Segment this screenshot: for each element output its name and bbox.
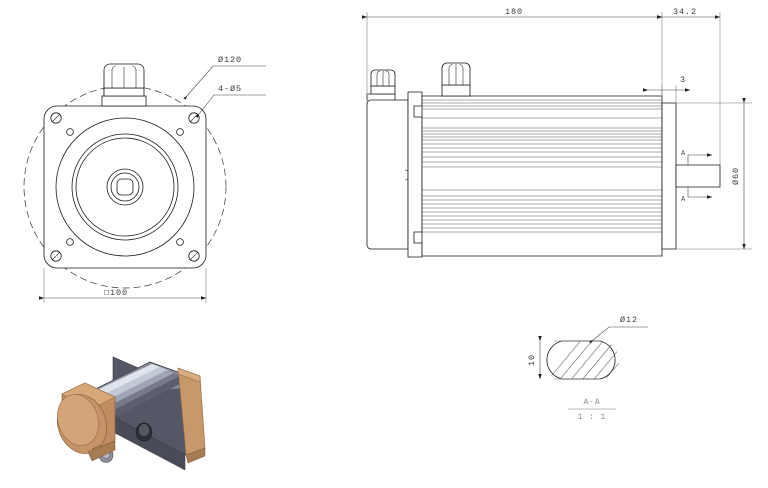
dim-mounting-holes: 4-Ø5 xyxy=(218,84,242,94)
shaft-keyway-square xyxy=(117,179,133,195)
section-hatching xyxy=(547,341,619,379)
shaft-section-profile xyxy=(547,341,615,379)
section-title: A-A xyxy=(583,398,600,407)
face-pilot-circle xyxy=(76,138,174,236)
section-scale: 1 : 1 xyxy=(578,413,607,422)
face-inner-circle xyxy=(72,134,178,240)
dim-flange-diameter: Ø60 xyxy=(731,167,741,185)
iso-front-housing-face xyxy=(57,394,99,446)
side-view-rear-bolt xyxy=(371,70,395,94)
bolt-collar xyxy=(102,96,146,106)
cooling-fins xyxy=(422,99,662,233)
dim-shaft-extension: 34.2 xyxy=(673,7,697,17)
hole-mark-br xyxy=(189,251,199,261)
inner-hole-top-right xyxy=(177,129,184,136)
dim-body-square: □100 xyxy=(104,288,128,298)
dim-line-body-square xyxy=(38,268,207,303)
iso-rear-foot xyxy=(185,447,206,464)
side-view-top-bolt xyxy=(442,63,470,96)
iso-cable-gland-inner xyxy=(138,423,150,437)
rear-housing xyxy=(367,100,408,249)
inner-hole-bottom-right xyxy=(177,239,184,246)
section-view-a-a: 10 Ø12 A-A 1 : 1 xyxy=(527,315,648,422)
dim-bolt-circle: Ø120 xyxy=(218,55,242,65)
side-view: 180 34.2 3 Ø60 xyxy=(361,7,752,257)
dim-shaft-diameter: Ø12 xyxy=(620,315,638,325)
section-label-bottom: A xyxy=(681,196,686,204)
dim-line-flange-thickness xyxy=(642,85,691,103)
leader-shaft-diameter xyxy=(589,326,648,344)
dim-shaft-flat-height: 10 xyxy=(527,354,537,366)
leader-mounting-holes xyxy=(195,94,266,118)
front-view-bolt xyxy=(102,64,146,106)
isometric-render xyxy=(57,356,206,471)
iso-foot xyxy=(87,440,116,462)
dim-line-flange-diameter xyxy=(676,97,752,250)
dim-line-shaft-extension xyxy=(656,12,721,165)
section-mark-top xyxy=(687,153,713,165)
leader-bolt-circle xyxy=(183,65,266,100)
motor-body xyxy=(422,96,662,256)
iso-rear-bracket-top xyxy=(177,367,201,383)
dim-body-length: 180 xyxy=(505,7,523,17)
inner-hole-top-left xyxy=(67,129,74,136)
output-flange xyxy=(662,103,676,249)
dim-flange-thickness: 3 xyxy=(680,75,686,85)
dim-line-body-length xyxy=(361,12,663,96)
output-shaft xyxy=(676,165,720,187)
hole-mark-bl xyxy=(51,251,61,261)
bolt-flange xyxy=(104,88,144,96)
inner-hole-bottom-left xyxy=(67,239,74,246)
front-view: Ø120 4-Ø5 □100 xyxy=(23,55,266,303)
hole-mark-tl xyxy=(51,113,61,123)
section-label-top: A xyxy=(681,150,686,158)
section-mark-bottom xyxy=(687,187,713,199)
